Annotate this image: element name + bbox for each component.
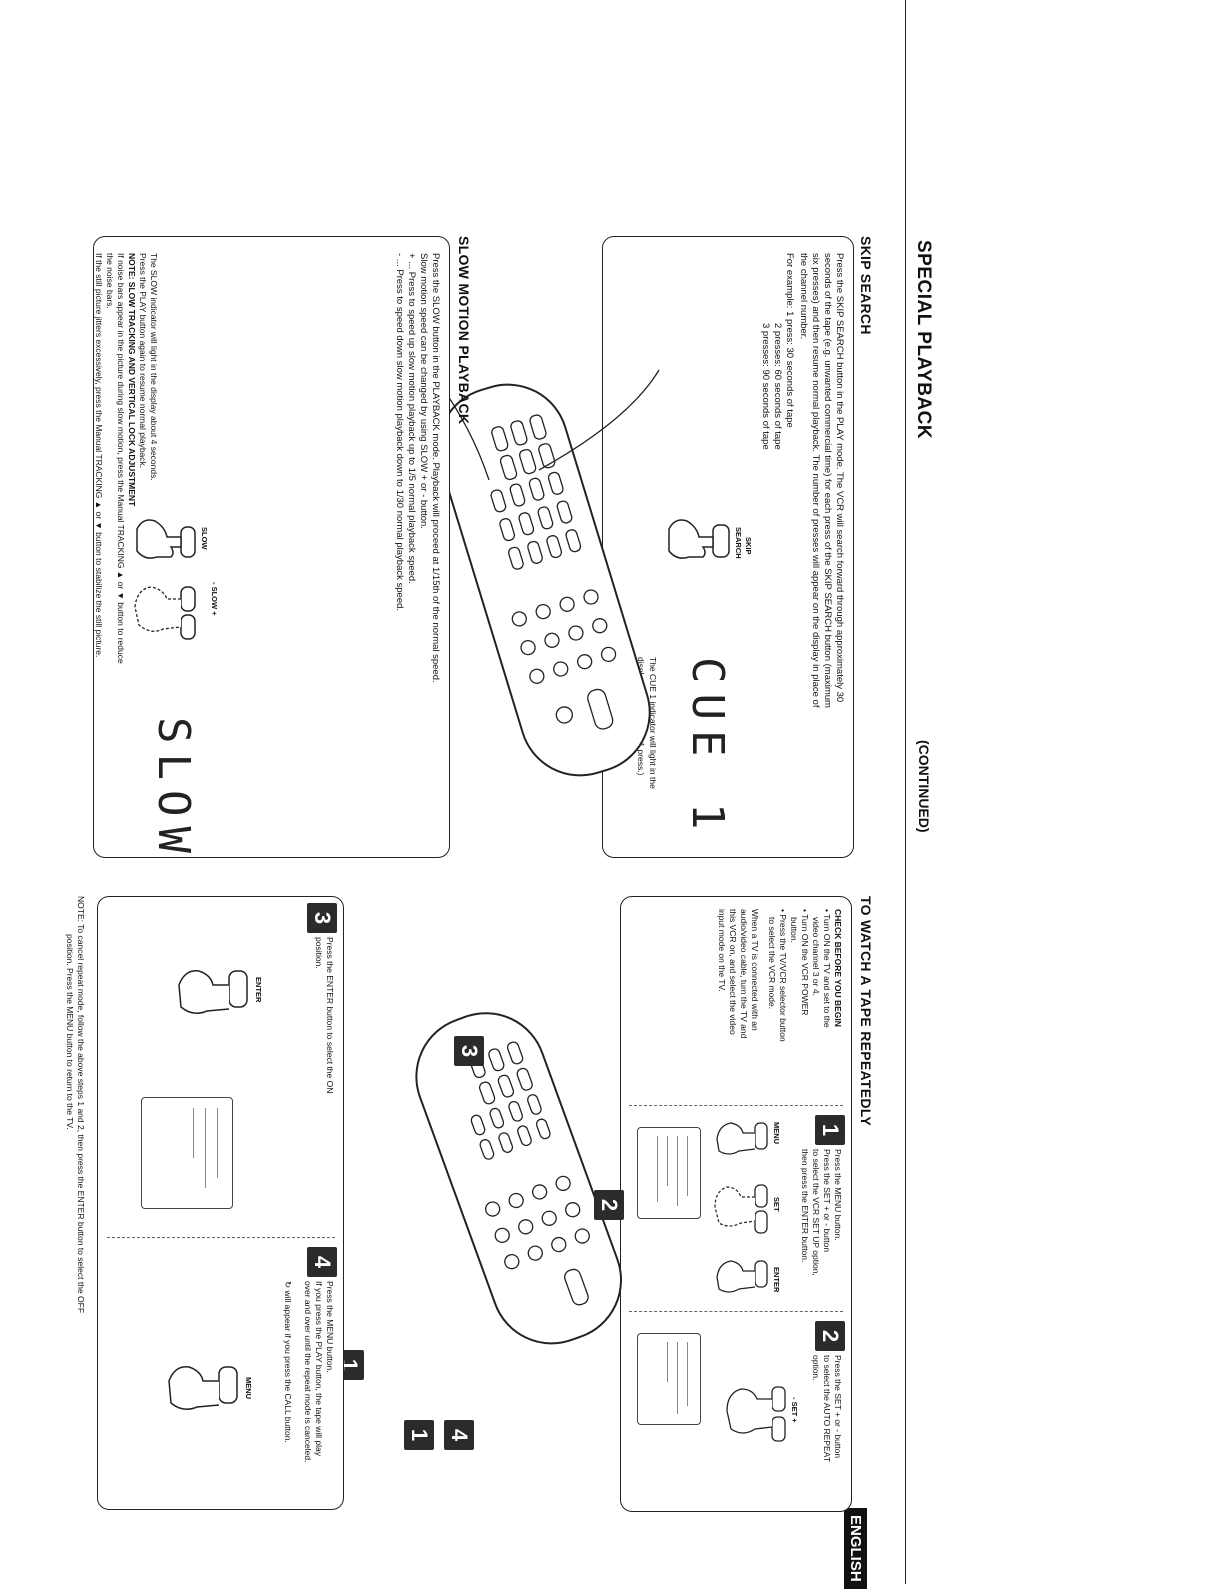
check-before-text: CHECK BEFORE YOU BEGIN • Turn ON the TV … [716,909,843,1099]
tv-menu-screen [141,1097,233,1209]
skip-search-heading: SKIP SEARCH [858,236,874,335]
remote-marker-4: 4 [444,1420,474,1450]
step-4-line: over and over until the repeat mode is c… [303,1281,313,1463]
step-1-line: Press the SET + or - button [822,1149,832,1253]
skip-search-panel: Press the SKIP SEARCH button in the PLAY… [602,236,854,858]
menu-label: MENU [772,1122,781,1145]
skip-search-line: seconds of the tape (e.g. unwanted comme… [822,253,833,708]
hand-pressing-icon [714,1122,768,1293]
enter-label: ENTER [772,1267,781,1293]
step-3-line: Press the ENTER button to select the ON [325,937,335,1094]
av-line: When a TV is connected with an [750,909,760,1031]
av-line: input mode on the TV. [717,909,727,992]
hand-pressing-icon [178,970,248,1014]
repeat-note-line: position. Press the MENU button to retur… [65,934,75,1130]
slow-note-line: If noise bars appear in the picture duri… [116,253,126,664]
search-label: SEARCH [734,527,743,559]
slow-motion-notes: The SLOW indicator will light in the dis… [93,253,159,853]
step-2-line: to select the AUTO REPEAT [822,1355,832,1462]
hand-pressing-icon [168,1366,238,1410]
hand-pressing-icon [726,1386,786,1442]
header-rule [905,0,906,1584]
skip-search-example: 2 presses: 60 seconds of tape [772,323,783,450]
remote-marker-3: 3 [454,1036,484,1066]
skip-search-text: Press the SKIP SEARCH button in the PLAY… [759,253,845,843]
skip-label: SKIP [744,537,753,555]
slow-note-line: Press the PLAY button again to resume no… [138,253,148,469]
slow-motion-line: Press the SLOW button in the PLAYBACK mo… [430,253,441,683]
av-line: this VCR on, and select the video [728,909,738,1035]
check-heading: CHECK BEFORE YOU BEGIN [833,909,843,1027]
slow-motion-line: + ... Press to speed up slow motion play… [406,253,417,584]
check-line: video channel 3 or 4. [811,917,821,996]
step-2-text: Press the SET + or - button to select th… [810,1355,843,1505]
step-1-line: then press the ENTER button. [800,1149,810,1263]
step-4-line: If you press the PLAY button, the tape w… [314,1281,324,1456]
language-badge: ENGLISH [844,1508,867,1589]
check-line: • Turn ON the TV and set to the [822,909,832,1028]
remote-control-illustration [428,369,660,777]
slow-motion-panel: Press the SLOW button in the PLAYBACK mo… [93,236,450,863]
skip-search-line: the channel number. [798,253,809,340]
slow-note-line: The SLOW indicator will light in the dis… [149,253,159,481]
set-plus-minus-label: - SET + [790,1397,799,1423]
check-line: button. [789,917,799,943]
page-title: SPECIAL PLAYBACK [913,240,934,440]
remote-marker-1b: 1 [404,1420,434,1450]
step-2-line: option. [811,1355,821,1381]
step-3-text: Press the ENTER button to select the ON … [313,937,335,1267]
step-3-line: position. [314,937,324,969]
repeat-heading: TO WATCH A TAPE REPEATEDLY [858,896,874,1127]
step-3-badge: 3 [307,903,337,933]
slow-label: SLOW [200,527,209,550]
step-1-line: Press the MENU button. [833,1149,843,1241]
step-4-text: Press the MENU button. If you press the … [302,1281,335,1503]
skip-search-example: For example: 1 press: 30 seconds of tape [784,253,795,428]
repeat-note-line: NOTE: To cancel repeat mode, follow the … [76,896,86,1314]
step-1-line: to select the VCR SET UP option, [811,1149,821,1276]
hand-pressing-icon [668,519,730,559]
set-label: SET [772,1197,781,1212]
hand-pressing-icon [134,519,196,640]
skip-search-line: Press the SKIP SEARCH button in the PLAY… [834,253,845,703]
call-note: ↻ will appear if you press the CALL butt… [282,1281,293,1503]
continued-label: (CONTINUED) [916,740,932,833]
check-line: • Press the TV/VCR selector button [778,909,788,1042]
repeat-steps-panel: 3 Press the ENTER button to select the O… [97,896,344,1510]
remote-marker-2: 2 [594,1190,624,1220]
slow-motion-line: Slow motion speed can be changed by usin… [418,253,429,529]
slow-motion-line: - ... Press to speed down slow motion pl… [394,253,405,612]
enter-label: ENTER [254,977,263,1003]
slow-plus-minus-label: - SLOW + [210,582,219,616]
slow-note-line: If the still picture jitters excessively… [94,253,104,658]
menu-label: MENU [244,1377,253,1400]
av-line: audio/video cable, turn the TV and [739,909,749,1039]
step-1-text: Press the MENU button. Press the SET + o… [799,1149,843,1309]
slow-motion-text: Press the SLOW button in the PLAYBACK mo… [393,253,441,843]
repeat-note: NOTE: To cancel repeat mode, follow the … [64,896,86,1516]
step-2-line: Press the SET + or - button [833,1355,843,1459]
step-4-badge: 4 [307,1247,337,1277]
slow-note-heading: NOTE: SLOW TRACKING AND VERTICAL LOCK AD… [127,253,137,507]
repeat-check-panel: CHECK BEFORE YOU BEGIN • Turn ON the TV … [620,896,852,1512]
cue-display: CUE 1 [682,657,733,840]
step-2-badge: 2 [815,1321,845,1351]
check-line: to select the VCR mode. [767,917,777,1010]
step-4-line: Press the MENU button. [325,1281,335,1373]
skip-search-example: 3 presses: 90 seconds of tape [760,323,771,450]
slow-motion-heading: SLOW MOTION PLAYBACK [456,236,472,425]
step-1-badge: 1 [815,1115,845,1145]
slow-note-line: the noise bars. [105,253,115,309]
call-note-text: will appear if you press the CALL button… [283,1290,293,1443]
remote-control-illustration [415,1012,623,1345]
check-line: • Turn ON the VCR POWER [800,909,810,1016]
skip-search-line: six presses) and then resume normal play… [810,253,821,708]
